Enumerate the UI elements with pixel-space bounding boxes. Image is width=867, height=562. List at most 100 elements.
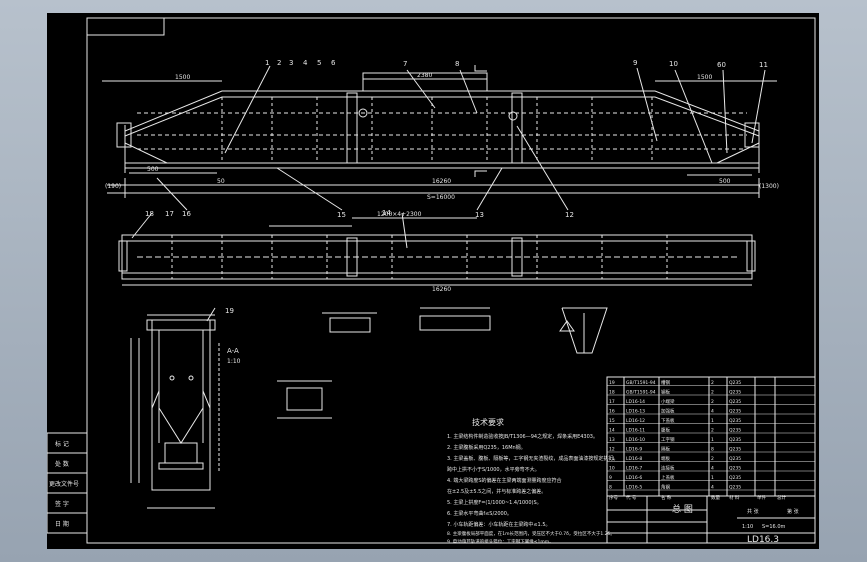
- parts-cell: 工字钢: [661, 436, 675, 443]
- callout-4: 4: [303, 59, 308, 67]
- parts-cell: Q235: [729, 485, 741, 491]
- parts-cell: Q235: [729, 390, 741, 396]
- parts-header-cell: 代 号: [626, 494, 637, 501]
- dim-main-span: 16260: [432, 178, 451, 185]
- parts-cell: 4: [711, 485, 714, 491]
- parts-cell: 12: [609, 447, 615, 453]
- callout-2: 2: [277, 59, 281, 67]
- tech-line: 9. 电动葫芦轨道的接头错位：工字钢下翼缘≤1mm。: [447, 538, 554, 545]
- tech-line: 2. 主梁腹板采用Q235，16Mn钢。: [447, 444, 526, 451]
- strip-label: 签 字: [55, 500, 69, 508]
- parts-cell: 10: [609, 466, 615, 472]
- tech-requirements: 技术要求 1. 主梁结构件制造验收按JB/T1306—94之规定，焊条采用E43…: [447, 417, 618, 545]
- parts-cell: 连接板: [661, 465, 675, 472]
- tech-line: 3. 主梁盖板、腹板、隔板等，工字钢无夹渣裂纹，成品表面油漆按规定执行。: [447, 455, 618, 462]
- parts-cell: Q235: [729, 399, 741, 405]
- sheet-count: 共 张: [747, 508, 759, 515]
- strip-label: 更改文件号: [49, 480, 79, 488]
- strip-label: 处 数: [55, 460, 69, 468]
- drawing-number: LD16.3: [747, 535, 779, 545]
- dim-right-1500: 1500: [697, 74, 712, 81]
- parts-cell: Q235: [729, 437, 741, 443]
- callout-19: 19: [225, 307, 234, 315]
- tech-line: 8. 主梁腹板局部平面度，在1m长范围内，受压区不大于0.7δ，受拉区不大于1.…: [447, 530, 615, 537]
- parts-header-cell: 单件: [757, 494, 766, 501]
- parts-cell: 钢板: [661, 389, 670, 396]
- parts-cell: 1: [711, 437, 714, 443]
- parts-cell: 4: [711, 466, 714, 472]
- parts-cell: 角钢: [661, 484, 670, 491]
- parts-cell: 14: [609, 428, 615, 434]
- sheet-index: 第 张: [787, 508, 799, 515]
- parts-header-cell: 总计: [777, 494, 786, 501]
- dim-500-right: 500: [719, 178, 731, 185]
- dim-bottom-span: 16260: [432, 286, 451, 293]
- parts-header-cell: 材 料: [729, 494, 740, 501]
- tech-line: 1. 主梁结构件制造验收按JB/T1306—94之规定，焊条采用E4303。: [447, 433, 598, 440]
- parts-cell: LD16-12: [626, 418, 645, 424]
- dim-bottom-offset: 1200×4+2300: [377, 211, 422, 218]
- callout-18: 18: [145, 210, 154, 218]
- parts-cell: Q235: [729, 456, 741, 462]
- parts-cell: LD16-5: [626, 485, 642, 491]
- parts-cell: LD16-7: [626, 466, 642, 472]
- dim-500-left: 500: [147, 166, 159, 173]
- parts-cell: 18: [609, 390, 615, 396]
- parts-cell: GB/T1591-94: [626, 380, 656, 386]
- parts-cell: Q235: [729, 428, 741, 434]
- callout-10: 10: [669, 60, 678, 68]
- callout-16: 16: [182, 210, 191, 218]
- parts-cell: LD16-13: [626, 409, 645, 415]
- callout-14: 14: [382, 209, 391, 217]
- callout-3: 3: [289, 59, 293, 67]
- parts-cell: Q235: [729, 418, 741, 424]
- weight-label: S=16.0m: [762, 524, 785, 530]
- parts-cell: 2: [711, 390, 714, 396]
- parts-cell: 加强板: [661, 408, 675, 415]
- parts-cell: 2: [711, 456, 714, 462]
- tech-line: 6. 主梁水平弯曲f≤S/2000。: [447, 510, 512, 517]
- parts-cell: Q235: [729, 447, 741, 453]
- callout-8: 8: [455, 60, 459, 68]
- callout-60: 60: [717, 61, 726, 69]
- callout-9: 9: [633, 59, 637, 67]
- tech-line: 7. 小车轨距偏差：小车轨距在主梁跨中≤1.5。: [447, 521, 551, 528]
- parts-cell: Q235: [729, 380, 741, 386]
- dim-left-1500: 1500: [175, 74, 190, 81]
- parts-cell: LD16-11: [626, 428, 645, 434]
- parts-header-cell: 数量: [711, 494, 720, 501]
- callout-13: 13: [475, 211, 484, 219]
- parts-cell: LD16-9: [626, 447, 642, 453]
- parts-header-cell: 序号: [609, 494, 618, 501]
- tech-line: 4. 端大梁跨度S的偏差在主梁两端面测量跨度应符合: [447, 477, 562, 484]
- cad-drawing: 1500 1500 2380 16260 S=16000 500 500 50 …: [47, 17, 816, 545]
- callout-15: 15: [337, 211, 346, 219]
- drawing-sheet: 1500 1500 2380 16260 S=16000 500 500 50 …: [47, 13, 819, 549]
- strip-label: 日 期: [55, 520, 69, 528]
- parts-cell: 1: [711, 475, 714, 481]
- parts-cell: 15: [609, 418, 615, 424]
- main-girder-elevation: [102, 65, 777, 211]
- parts-cell: Q235: [729, 466, 741, 472]
- parts-cell: 8: [609, 485, 612, 491]
- parts-cell: Q235: [729, 475, 741, 481]
- parts-cell: 4: [711, 409, 714, 415]
- tech-line: 跨中上拱不小于S/1000，水平旁弯不大。: [447, 466, 540, 473]
- tech-line: 在±2.5及±5.5之间，并与标准跨差之偏差。: [447, 488, 546, 495]
- tech-title: 技术要求: [472, 417, 504, 427]
- parts-cell: 腹板: [661, 427, 670, 434]
- parts-cell: 19: [609, 380, 615, 386]
- outer-frame: [86, 17, 816, 544]
- parts-list-frame: [606, 376, 816, 544]
- left-strip-labels: 标 记 处 数 更改文件号 签 字 日 期: [49, 440, 79, 528]
- parts-cell: LD16-14: [626, 399, 645, 405]
- parts-cell: 隔板: [661, 446, 670, 453]
- callout-12: 12: [565, 211, 574, 219]
- section-scale: 1:10: [227, 358, 241, 365]
- strip-label: 标 记: [55, 440, 69, 448]
- parts-cell: 2: [711, 399, 714, 405]
- parts-cell: Q235: [729, 409, 741, 415]
- corner-box: [86, 17, 165, 36]
- parts-cell: 下盖板: [661, 417, 675, 424]
- parts-cell: 2: [711, 428, 714, 434]
